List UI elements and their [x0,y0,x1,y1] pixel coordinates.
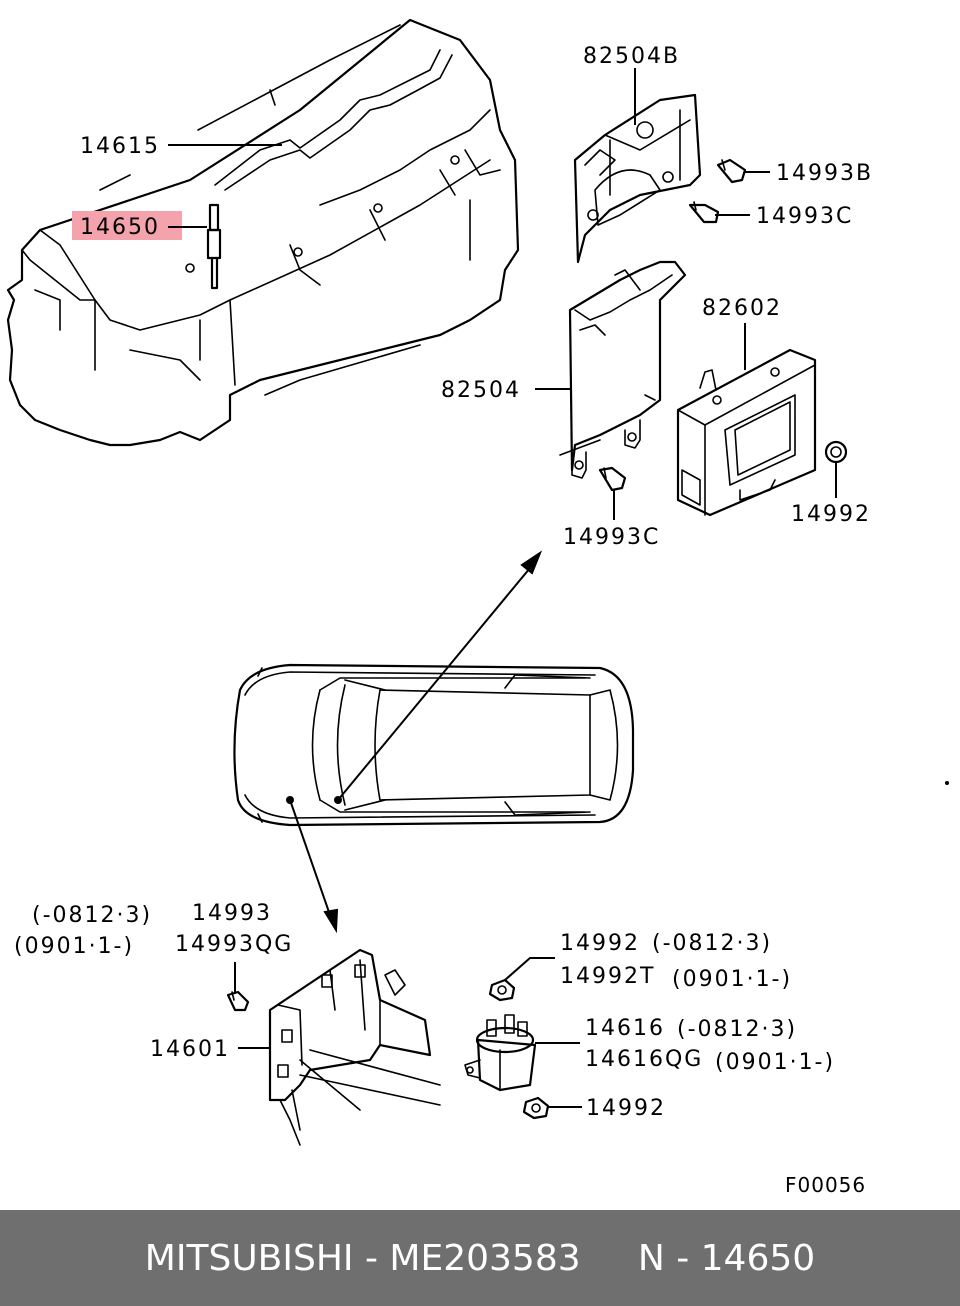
label-14993-range: (-0812·3) [32,903,152,928]
exploded-parts-diagram: 14615 14650 82504B 14993B 14993C 82602 8… [6,18,949,1197]
label-14993C-top: 14993C [756,204,853,229]
label-14993: 14993 [192,901,272,926]
bolt-14993C-mid-drawing [598,466,627,492]
label-82504: 82504 [441,378,521,403]
label-14992-bottom: 14992 [586,1096,666,1121]
control-unit-82602-drawing [676,348,817,517]
bolt-14993B-drawing [716,158,747,184]
label-14616QG-range: (0901·1-) [715,1050,835,1075]
label-14616QG: 14616QG [585,1047,703,1072]
label-14993QG-range: (0901·1-) [14,934,134,959]
nut-14992-top-drawing [488,978,516,1002]
label-14993C-mid: 14993C [563,525,660,550]
label-82504B: 82504B [583,44,680,69]
bolt-14993C-top-drawing [688,201,720,224]
vehicle-top-view-drawing [233,663,635,827]
figure-code: F00056 [785,1173,866,1197]
label-14992-a: 14992 [560,931,640,956]
footer-part-number: MITSUBISHI - ME203583 N - 14650 [144,1237,816,1279]
label-14650: 14650 [80,215,160,240]
label-14615: 14615 [80,134,160,159]
bracket-82504-drawing [559,260,687,479]
label-14992-a-range: (-0812·3) [652,931,772,956]
arrow-to-controller [334,550,543,804]
footer-bar: MITSUBISHI - ME203583 N - 14650 [0,1210,960,1306]
relay-14616-drawing [464,1014,537,1092]
bracket-14601-drawing [268,948,441,1146]
label-14993QG: 14993QG [175,932,293,957]
label-14992T: 14992T [560,964,655,989]
highlight-14650 [72,211,182,240]
bracket-82504B-drawing [573,93,702,264]
engine-block-drawing [6,18,520,447]
label-14616: 14616 [585,1016,665,1041]
bolt-14993-drawing [226,990,250,1012]
label-14601: 14601 [150,1037,230,1062]
label-14992-right: 14992 [791,502,871,527]
nut-14992-right-drawing [824,440,848,464]
nut-14992-bottom-drawing [522,1096,550,1120]
label-82602: 82602 [702,296,782,321]
arrow-to-relay [286,796,339,934]
label-14993B: 14993B [776,161,873,186]
stray-dot [945,781,949,785]
label-14992T-range: (0901·1-) [672,967,792,992]
label-14616-range: (-0812·3) [677,1017,797,1042]
